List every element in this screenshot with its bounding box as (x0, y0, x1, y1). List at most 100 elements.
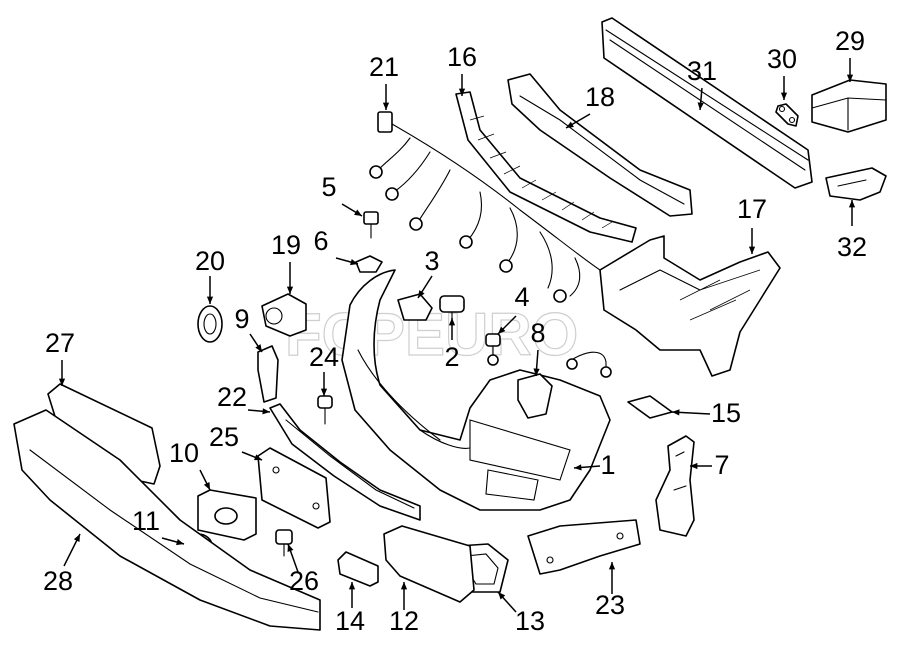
callout-arrowhead (348, 582, 356, 590)
callout-arrowhead (533, 368, 540, 376)
callout-arrowhead (354, 209, 362, 216)
part-energy-absorber (507, 73, 693, 217)
callout-number: 28 (43, 566, 73, 596)
callout-arrowhead (58, 378, 66, 386)
callout-arrowhead (400, 582, 408, 590)
callout-number: 6 (313, 226, 328, 256)
callout-arrowhead (498, 326, 506, 334)
part-lower-bracket (527, 519, 641, 575)
part-small-grille (337, 551, 379, 587)
callout-18: 18 (565, 82, 615, 129)
callout-number: 7 (714, 450, 729, 480)
callout-number: 22 (217, 382, 247, 412)
callout-16: 16 (447, 42, 477, 96)
callout-arrowhead (320, 388, 328, 396)
callout-number: 21 (369, 52, 399, 82)
callout-arrowhead (574, 464, 582, 471)
callout-27: 27 (45, 328, 75, 386)
callout-arrowhead (608, 562, 616, 570)
callout-22: 22 (217, 382, 271, 415)
callout-23: 23 (595, 562, 625, 620)
part-mount-bracket (599, 235, 781, 377)
callout-14: 14 (335, 582, 365, 636)
callout-number: 20 (195, 246, 225, 276)
part-parking-sensor (261, 293, 307, 337)
callout-number: 15 (711, 398, 741, 428)
callout-10: 10 (169, 438, 211, 491)
callout-number: 14 (335, 606, 365, 636)
part-lower-strip (269, 403, 421, 521)
callout-number: 29 (835, 26, 865, 56)
callout-26: 26 (287, 543, 319, 596)
part-bracket-side (825, 167, 887, 201)
part-small-link (775, 103, 799, 127)
callout-arrowhead (566, 121, 574, 128)
callout-11: 11 (132, 506, 185, 546)
callout-15: 15 (671, 398, 741, 428)
callout-17: 17 (737, 194, 767, 254)
callout-arrowhead (780, 92, 788, 100)
callout-19: 19 (271, 230, 301, 294)
part-sensor-bracket (517, 351, 612, 419)
part-sensor-ring (197, 305, 223, 343)
callout-arrowhead (286, 286, 294, 294)
callout-number: 11 (132, 506, 160, 536)
callout-1: 1 (573, 450, 616, 480)
callout-arrowhead (846, 74, 854, 82)
callout-arrowhead (458, 88, 466, 96)
callout-7: 7 (690, 450, 730, 480)
callout-6: 6 (313, 226, 359, 266)
callout-30: 30 (767, 44, 797, 100)
callout-arrowhead (254, 454, 262, 461)
callout-13: 13 (497, 591, 545, 636)
callout-number: 16 (447, 42, 477, 72)
callout-number: 30 (767, 44, 797, 74)
part-clip-4 (485, 333, 501, 366)
callout-arrowhead (697, 102, 704, 110)
part-support-strip (455, 91, 637, 243)
callout-31: 31 (687, 56, 717, 111)
callout-arrowhead (672, 409, 680, 416)
callout-4: 4 (497, 282, 530, 335)
part-small-bracket-9 (257, 345, 279, 403)
callout-arrowhead (176, 539, 184, 546)
callout-20: 20 (195, 246, 225, 304)
callout-number: 3 (424, 246, 439, 276)
part-clip-3 (397, 293, 433, 321)
callout-28: 28 (43, 533, 81, 596)
callout-arrowhead (203, 482, 210, 490)
part-license-plate-holder (257, 447, 331, 529)
callout-arrowhead (73, 534, 80, 542)
callout-29: 29 (835, 26, 865, 82)
callout-number: 1 (600, 450, 615, 480)
callout-25: 25 (209, 422, 263, 461)
callout-number: 4 (514, 282, 529, 312)
callout-number: 27 (45, 328, 75, 358)
callout-number: 2 (444, 342, 459, 372)
part-bumper-cover (341, 269, 611, 511)
callout-arrowhead (448, 318, 456, 326)
part-clip-2 (439, 295, 465, 327)
callout-3: 3 (417, 246, 440, 299)
callout-number: 31 (687, 56, 717, 86)
part-fog-bezel (197, 489, 257, 541)
part-side-bracket (655, 435, 695, 537)
part-wiring-harness (369, 111, 601, 303)
callout-arrowhead (418, 290, 425, 298)
callout-number: 8 (530, 318, 545, 348)
callout-32: 32 (837, 200, 867, 262)
callout-number: 19 (271, 230, 301, 260)
callout-arrowhead (848, 200, 856, 208)
callout-24: 24 (309, 342, 339, 396)
part-bracket-upper-right (811, 79, 887, 133)
callout-9: 9 (234, 304, 263, 353)
callout-arrowhead (690, 462, 698, 470)
callout-number: 17 (737, 194, 767, 224)
callout-8: 8 (530, 318, 546, 377)
callout-arrowhead (382, 102, 390, 110)
part-clip-26 (275, 529, 293, 557)
callout-2: 2 (444, 318, 460, 372)
callout-number: 32 (837, 232, 867, 262)
